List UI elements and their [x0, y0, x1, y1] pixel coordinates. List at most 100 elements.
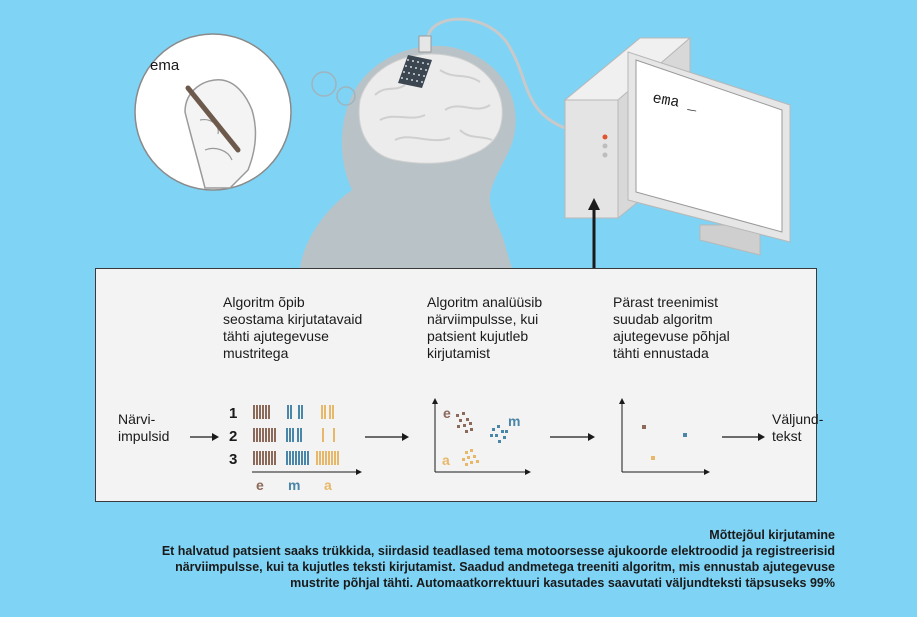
spike [301, 451, 303, 465]
writing-hand-circle: ema [134, 33, 292, 191]
spike [259, 451, 261, 465]
spike [286, 428, 288, 442]
spike [290, 405, 292, 419]
caption-line: Et halvatud patsient saaks trükkida, sii… [161, 544, 835, 558]
spike [324, 405, 326, 419]
spike [253, 428, 255, 442]
spike [298, 405, 300, 419]
spike [259, 428, 261, 442]
spike [304, 451, 306, 465]
cluster-point [465, 451, 468, 454]
output-arrow-head [588, 198, 600, 210]
trial-number-1: 1 [229, 405, 237, 422]
cluster-point [470, 461, 473, 464]
spike [274, 428, 276, 442]
raster-letter-m: m [288, 477, 300, 493]
spike [297, 428, 299, 442]
raster-letter-e: e [256, 477, 264, 493]
spike [321, 405, 323, 419]
spike [307, 451, 309, 465]
output-label: Väljund-tekst [772, 411, 824, 444]
prediction-point-a [651, 456, 655, 460]
cluster-point [473, 455, 476, 458]
spike [265, 451, 267, 465]
cluster-point [505, 430, 508, 433]
cluster-label-a: a [442, 452, 450, 468]
input-label: Närvi-impulsid [118, 411, 170, 444]
spike [329, 405, 331, 419]
cluster-point [470, 449, 473, 452]
brain [358, 53, 503, 164]
cluster-label-e: e [443, 405, 451, 421]
spike [268, 428, 270, 442]
spike [325, 451, 327, 465]
cluster-point [498, 440, 501, 443]
cluster-point [465, 463, 468, 466]
cluster-label-m: m [508, 413, 520, 429]
spike [292, 451, 294, 465]
caption-line: mustrite põhjal tähti. Automaatkorrektuu… [290, 576, 835, 590]
cluster-point [495, 434, 498, 437]
spike [268, 405, 270, 419]
thought-bubble-large [311, 71, 337, 97]
spike [265, 405, 267, 419]
cluster-point [497, 425, 500, 428]
spike [334, 451, 336, 465]
spike [319, 451, 321, 465]
spike-raster [253, 405, 339, 465]
spike [271, 428, 273, 442]
cluster-point [501, 430, 504, 433]
trial-number-2: 2 [229, 428, 237, 445]
spike [259, 405, 261, 419]
spike [331, 451, 333, 465]
spike [332, 405, 334, 419]
spike [256, 405, 258, 419]
spike [322, 451, 324, 465]
thought-bubble-small [336, 86, 356, 106]
spike [289, 451, 291, 465]
spike [253, 405, 255, 419]
handwritten-word: ema [150, 57, 180, 74]
cluster-point [470, 428, 473, 431]
prediction-plot-axes [619, 398, 710, 475]
cluster-plot-axes [432, 398, 531, 475]
caption-title: Mõttejõul kirjutamine [709, 528, 835, 542]
prediction-point-m [683, 433, 687, 437]
spike [316, 451, 318, 465]
spike [322, 428, 324, 442]
cluster-point [492, 428, 495, 431]
spike [262, 451, 264, 465]
process-panel [95, 268, 817, 502]
electrode-array [398, 35, 432, 88]
spike [295, 451, 297, 465]
spike [253, 451, 255, 465]
spike [262, 428, 264, 442]
spike [301, 405, 303, 419]
power-led [602, 134, 608, 140]
cluster-point [456, 414, 459, 417]
cluster-plot-points [456, 412, 508, 466]
cluster-point [490, 434, 493, 437]
spike [328, 451, 330, 465]
spike [274, 451, 276, 465]
cluster-point [469, 422, 472, 425]
spike [265, 428, 267, 442]
cluster-point [465, 430, 468, 433]
spike [262, 405, 264, 419]
raster-letter-a: a [324, 477, 332, 493]
cable [426, 17, 566, 130]
trial-number-3: 3 [229, 451, 237, 468]
spike [287, 405, 289, 419]
cluster-point [503, 436, 506, 439]
caption-line: närviimpulsse, kui ta kujutles teksti ki… [175, 560, 835, 574]
cluster-point [457, 425, 460, 428]
spike [286, 451, 288, 465]
cluster-point [463, 424, 466, 427]
cluster-point [467, 456, 470, 459]
spike [268, 451, 270, 465]
